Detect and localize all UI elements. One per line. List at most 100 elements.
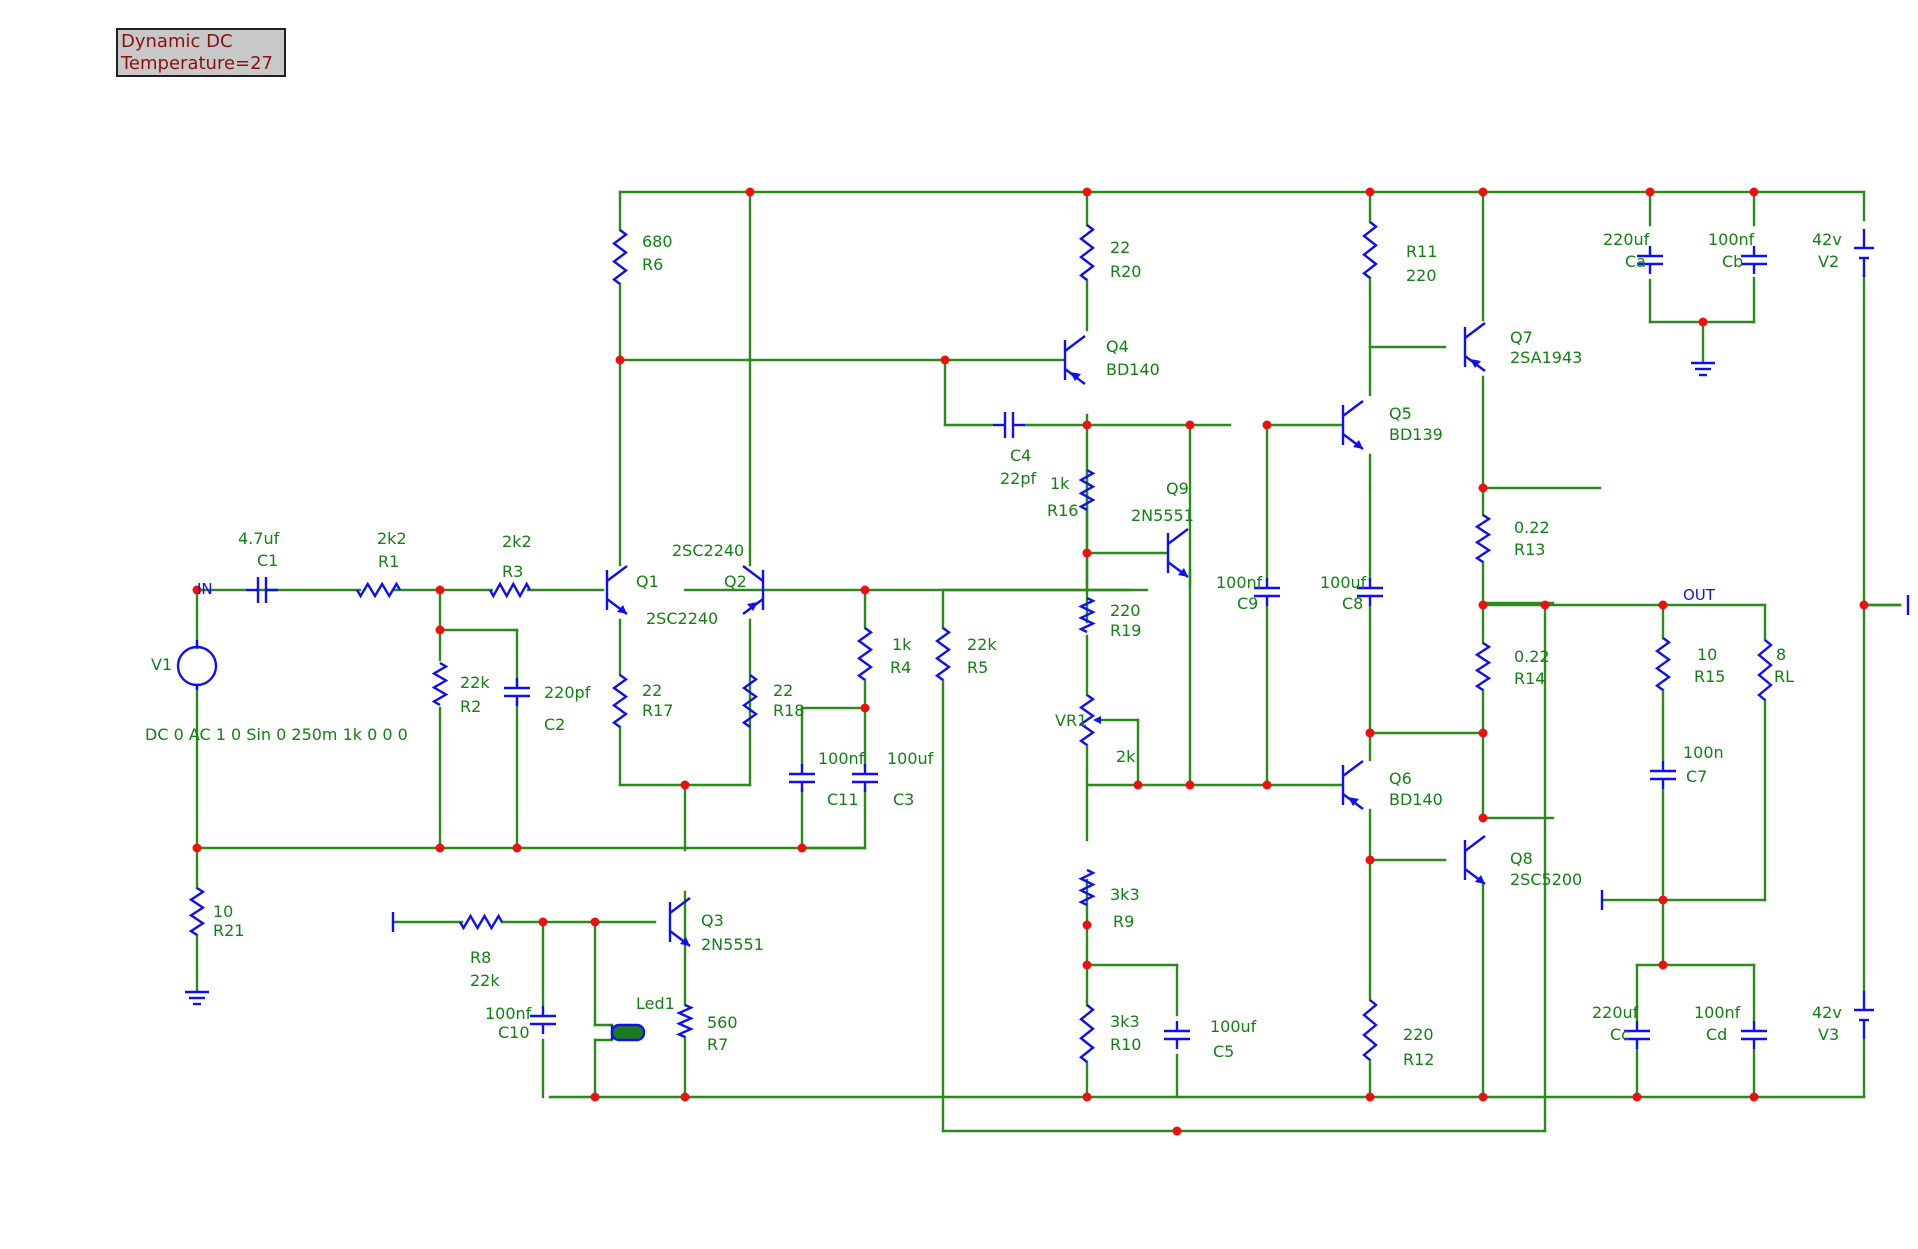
ground-symbol-2 [1691,361,1715,377]
junction-dot [1082,960,1092,970]
junction-dot [1478,728,1488,738]
r2-name-label: R2 [460,697,481,716]
junction-dot [1478,187,1488,197]
junction-dot [1749,187,1759,197]
c2-capacitor [504,678,530,706]
junction-dot [1185,420,1195,430]
r10-name-label: R10 [1110,1035,1141,1054]
c2-value-label: 220pf [544,683,591,702]
r1-value-label: 2k2 [377,529,407,548]
c2-name-label: C2 [544,715,565,734]
junction-dot [1749,1092,1759,1102]
c4-name-label: C4 [1010,446,1031,465]
c8-name-label: C8 [1342,594,1363,613]
junction-dot [745,187,755,197]
cd-capacitor [1741,1021,1767,1049]
junction-dot [1365,1092,1375,1102]
r5-name-label: R5 [967,658,988,677]
c5-capacitor [1164,1021,1190,1049]
junction-dot [615,355,625,365]
rl-resistor [1757,639,1773,701]
junction-dot [512,843,522,853]
junction-dot [1658,600,1668,610]
r14-name-label: R14 [1514,669,1545,688]
r1-name-label: R1 [378,552,399,571]
c5-name-label: C5 [1213,1042,1234,1061]
r6-name-label: R6 [642,255,663,274]
components [176,221,1910,1063]
ground-symbol [185,990,209,1006]
c3-capacitor [852,764,878,792]
wires [195,190,1902,1133]
q5-name-label: Q5 [1389,404,1412,423]
r12-name-label: R12 [1403,1050,1434,1069]
r20-name-label: R20 [1110,262,1141,281]
r2-resistor [431,661,449,707]
in-net-label: IN [197,580,213,598]
temperature-text: Temperature=27 [121,53,274,74]
q6-name-label: Q6 [1389,769,1412,788]
q2-part-label: 2SC2240 [672,541,744,560]
r21-value-label: 10 [213,902,233,921]
junction-dot [680,1092,690,1102]
v1-source [176,640,218,690]
c8-value-label: 100uf [1320,573,1367,592]
r10-resistor [1079,1004,1095,1063]
q1-name-label: Q1 [636,572,659,591]
rl-name-label: RL [1774,667,1794,686]
r4-name-label: R4 [890,658,911,677]
r15-value-label: 10 [1697,645,1717,664]
junction-dot [590,917,600,927]
vr1-potentiometer [1078,694,1101,746]
c10-name-label: C10 [498,1023,530,1042]
v3-supply [1854,991,1874,1039]
cc-value-label: 220uf [1592,1003,1639,1022]
r3-name-label: R3 [502,562,523,581]
ca-value-label: 220uf [1603,230,1650,249]
r12-resistor [1362,999,1378,1061]
junction-dot [1185,780,1195,790]
r12-value-label: 220 [1403,1025,1434,1044]
junction-dot [1645,187,1655,197]
v2-name-label: V2 [1818,252,1839,271]
junction-dot [1658,960,1668,970]
junction-dot [860,585,870,595]
cb-capacitor [1741,246,1767,274]
r16-value-label: 1k [1050,474,1070,493]
q8-name-label: Q8 [1510,849,1533,868]
analysis-mode-text: Dynamic DC [121,31,233,52]
c9-capacitor [1254,578,1280,606]
r7-name-label: R7 [707,1035,728,1054]
r3-value-label: 2k2 [502,532,532,551]
r1-resistor [355,581,402,599]
junction-dot [538,917,548,927]
q8-transistor [1463,835,1486,885]
junction-dot [192,585,202,595]
junction-dot [1133,780,1143,790]
c10-value-label: 100nf [485,1004,532,1023]
r10-value-label: 3k3 [1110,1012,1140,1031]
r7-value-label: 560 [707,1013,738,1032]
junction-dot [1540,600,1550,610]
junction-dot [1365,728,1375,738]
junction-dot [1698,317,1708,327]
r8-name-label: R8 [470,948,491,967]
q6-part-label: BD140 [1389,790,1443,809]
q4-name-label: Q4 [1106,337,1129,356]
v1-params-label: DC 0 AC 1 0 Sin 0 250m 1k 0 0 0 [145,725,408,744]
q2-name-label: Q2 [724,572,747,591]
r9-resistor [1078,868,1096,907]
r19-resistor [1078,596,1096,634]
r15-resistor [1654,637,1672,691]
r19-name-label: R19 [1110,621,1141,640]
ca-name-label: Ca [1625,252,1646,271]
r17-value-label: 22 [642,681,662,700]
cc-name-label: Cc [1610,1025,1630,1044]
q9-transistor [1166,528,1189,578]
c1-name-label: C1 [257,551,278,570]
q8-part-label: 2SC5200 [1510,870,1582,889]
q2-transistor [742,565,765,615]
junction-dot [940,355,950,365]
junction-dot [1859,600,1869,610]
junction-dot [1365,855,1375,865]
